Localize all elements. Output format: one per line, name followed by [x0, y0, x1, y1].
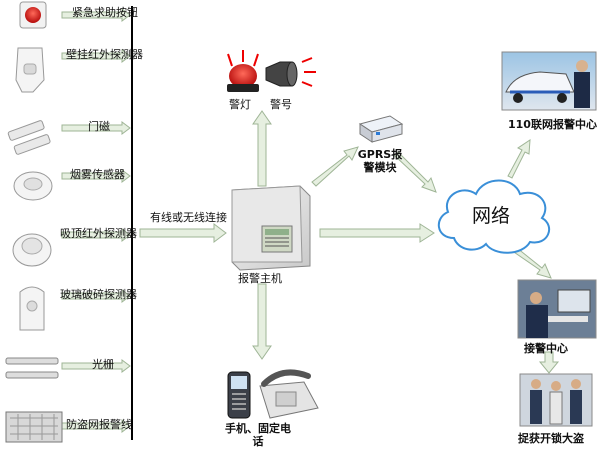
- door-magnet-icon: [7, 120, 51, 155]
- connector-arrow: [61, 289, 131, 303]
- sensor-label-anti-theft-net: 防盗网报警线: [66, 418, 132, 431]
- mobile-phone-icon: [227, 371, 251, 419]
- gprs-label-line2: 警模块: [363, 161, 397, 174]
- sensor-label-wall-pir: 壁挂红外探测器: [66, 48, 143, 61]
- arrow-bus-to-host: [139, 223, 227, 243]
- sensor-label-door-magnet: 门磁: [88, 120, 110, 133]
- siren-horn-icon: [265, 57, 316, 87]
- sensor-label-panic-button: 紧急求助按钮: [72, 6, 138, 19]
- gprs-module-icon: [358, 115, 404, 143]
- light-grating-icon: [5, 357, 59, 379]
- wall-pir-detector-icon: [15, 47, 45, 93]
- arrow-gprs-to-network: [393, 151, 437, 193]
- sensor-label-smoke-sensor: 烟雾传感器: [70, 168, 125, 181]
- phone-label: 手机、固定电 话: [216, 422, 300, 448]
- connector-arrow: [61, 228, 131, 242]
- police-110-photo: [501, 51, 597, 111]
- siren-light-icon: [227, 50, 259, 92]
- arrow-host-to-network: [319, 223, 435, 243]
- anti-theft-net-icon: [5, 411, 63, 443]
- arrow-center-to-capture: [538, 351, 560, 374]
- connector-arrow: [61, 49, 131, 63]
- flow-arrows: [139, 110, 560, 374]
- alarm-center-photo: [517, 279, 597, 339]
- arrow-host-to-sirens: [252, 110, 272, 187]
- arrow-host-to-gprs: [311, 146, 359, 187]
- alarm-host-icon: [231, 185, 311, 271]
- connector-arrow: [61, 419, 131, 433]
- smoke-sensor-icon: [13, 171, 53, 201]
- connection-label: 有线或无线连接: [150, 211, 227, 224]
- connector-arrow: [61, 121, 131, 135]
- landline-phone-icon: [259, 369, 319, 419]
- capture-label: 捉获开锁大盗: [518, 432, 584, 445]
- gprs-module-label: GPRS报 警模块: [354, 148, 406, 174]
- arrow-network-to-110: [507, 139, 531, 179]
- alarm-center-label: 接警中心: [524, 342, 568, 355]
- glass-break-detector-icon: [19, 286, 45, 331]
- network-label: 网络: [472, 205, 511, 227]
- sensor-label-light-grating: 光栅: [92, 358, 114, 371]
- connector-arrow: [61, 169, 131, 183]
- phone-label-line1: 手机、固定电: [225, 422, 291, 435]
- siren-light-label: 警灯: [229, 98, 251, 111]
- sensor-connectors: [61, 8, 131, 433]
- connector-arrow: [61, 8, 131, 22]
- capture-thief-photo: [519, 373, 593, 427]
- ceiling-pir-detector-icon: [12, 233, 52, 267]
- sensor-label-glass-break: 玻璃破碎探测器: [60, 288, 137, 301]
- alarm-host-label: 报警主机: [238, 272, 282, 285]
- network-cloud-icon: [438, 179, 551, 254]
- police-110-label: 110联网报警中心: [508, 118, 597, 131]
- gprs-label-line1: GPRS报: [357, 148, 403, 161]
- connector-arrow: [61, 359, 131, 373]
- siren-horn-label: 警号: [270, 98, 292, 111]
- sensor-label-ceiling-pir: 吸顶红外探测器: [60, 227, 137, 240]
- phone-label-line2: 话: [252, 435, 264, 448]
- panic-button-icon: [19, 1, 47, 29]
- arrow-host-to-phone: [252, 283, 272, 360]
